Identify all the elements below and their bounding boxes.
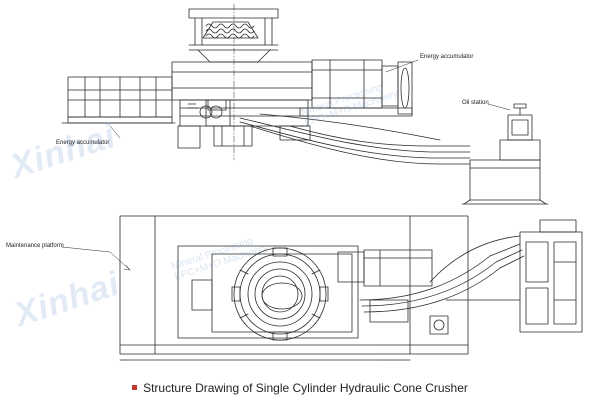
crusher-frame: [171, 61, 313, 149]
crusher-head: [197, 3, 271, 161]
bullet-icon: [132, 385, 138, 391]
motor-plan: [337, 249, 449, 335]
plan-view: [61, 215, 583, 361]
energy-accumulator-label: Energy accumulator: [420, 54, 474, 60]
platform-railing: [61, 76, 176, 124]
maintenance-platform-outline: [119, 215, 469, 361]
energy-accumulator-label: Energy accumulator: [56, 140, 110, 146]
crusher-base-plate: [177, 245, 359, 339]
drive-motor: [299, 59, 413, 117]
caption-text: Structure Drawing of Single Cylinder Hyd…: [143, 381, 468, 395]
hydraulic-hoses-top: [239, 113, 471, 165]
oil-station-plan: [519, 219, 583, 333]
hydraulic-hoses-plan: [359, 235, 525, 313]
figure-caption: Structure Drawing of Single Cylinder Hyd…: [0, 381, 600, 395]
crusher-bowl: [231, 247, 329, 341]
maintenance-platform-label: Maintenance platform: [6, 243, 64, 249]
oil-station-label: Oil station: [462, 100, 489, 106]
oil-station-unit: [461, 103, 549, 205]
feed-hopper: [188, 8, 279, 51]
energy-accumulator-left: [187, 99, 227, 119]
side-elevation-view: [61, 3, 549, 205]
